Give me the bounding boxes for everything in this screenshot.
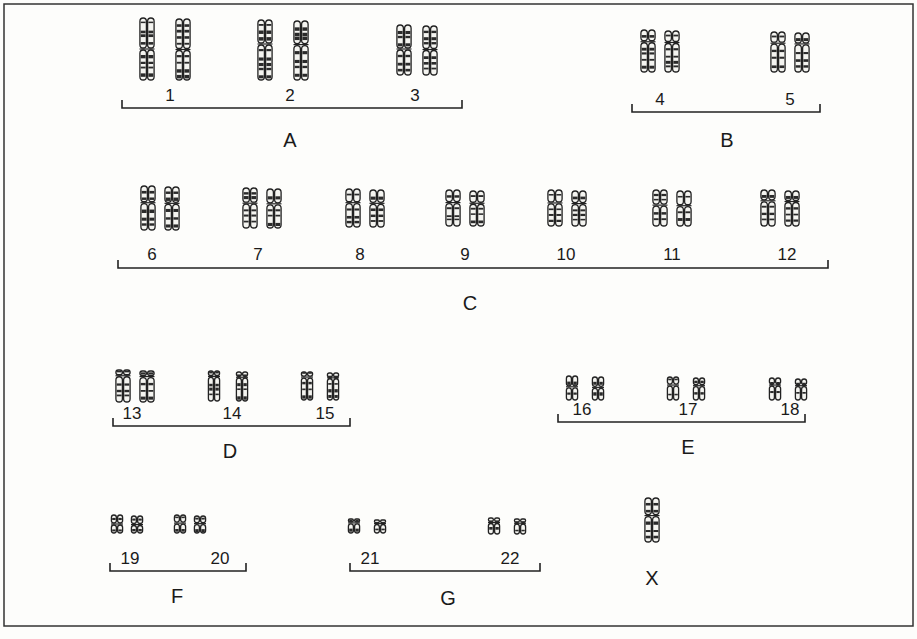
- chromosome: [176, 19, 191, 80]
- chromosome-number: 15: [316, 405, 335, 422]
- chromosome: [370, 190, 385, 227]
- chromosome: [769, 378, 781, 400]
- chromosome: [566, 376, 578, 400]
- chromosome-number: 12: [778, 246, 797, 263]
- chromosome: [645, 498, 660, 542]
- chromosome: [348, 519, 360, 533]
- chromosome: [470, 191, 485, 226]
- chromosome: [294, 21, 309, 80]
- chromosome: [641, 30, 656, 72]
- group-letter: C: [463, 293, 477, 313]
- chromosome-number: 21: [361, 550, 380, 567]
- chromosome-number: 3: [410, 87, 419, 104]
- chromosome-number: 1: [165, 87, 174, 104]
- chromosome: [236, 372, 248, 401]
- chromosome: [397, 25, 412, 75]
- chromosome: [795, 379, 807, 400]
- chromosome: [301, 372, 313, 400]
- chromosome-number: 9: [460, 246, 469, 263]
- group-letter: X: [645, 568, 658, 588]
- group-letter: F: [171, 586, 183, 606]
- chromosome-number: 8: [355, 246, 364, 263]
- chromosome: [785, 191, 800, 226]
- chromosome: [761, 190, 776, 226]
- chromosome: [446, 190, 461, 226]
- chromosome: [514, 519, 526, 534]
- chromosome-number: 18: [781, 401, 800, 418]
- chromosome-number: 14: [223, 405, 242, 422]
- chromosome: [111, 515, 123, 533]
- chromosome: [194, 516, 206, 533]
- group-letter: A: [283, 130, 296, 150]
- chromosome-number: 10: [557, 246, 576, 263]
- chromosome: [131, 516, 143, 533]
- chromosome: [165, 187, 180, 230]
- chromosome-number: 11: [663, 246, 681, 263]
- chromosome-number: 5: [785, 91, 794, 108]
- chromosome: [116, 370, 131, 402]
- chromosome: [258, 20, 273, 80]
- chromosome: [653, 190, 668, 226]
- group-bracket: [118, 260, 828, 268]
- chromosome: [141, 186, 156, 230]
- group-letter: G: [440, 588, 456, 608]
- chromosome: [374, 520, 386, 533]
- group-letter: E: [681, 437, 694, 457]
- chromosome: [572, 191, 587, 226]
- chromosome: [548, 190, 563, 226]
- chromosome: [140, 371, 155, 402]
- figure-frame: [4, 4, 913, 626]
- chromosome-number: 17: [679, 401, 698, 418]
- chromosome-number: 7: [253, 246, 262, 263]
- chromosome: [208, 371, 220, 401]
- chromosome: [693, 378, 705, 400]
- chromosome: [667, 377, 679, 400]
- chromosome: [488, 518, 500, 534]
- chromosome-number: 16: [573, 401, 592, 418]
- chromosome: [665, 31, 680, 72]
- chromosome-number: 6: [147, 246, 156, 263]
- group-letter: B: [720, 130, 733, 150]
- chromosome: [243, 188, 258, 228]
- chromosome: [423, 26, 438, 75]
- chromosome-number: 19: [121, 550, 140, 567]
- chromosome-number: 4: [655, 91, 664, 108]
- chromosome-number: 13: [123, 405, 142, 422]
- chromosome: [795, 33, 810, 72]
- chromosome-number: 2: [285, 87, 294, 104]
- chromosome: [346, 189, 361, 227]
- chromosome: [327, 373, 339, 400]
- chromosome: [267, 189, 282, 228]
- chromosome: [174, 515, 186, 533]
- group-letter: D: [223, 441, 237, 461]
- chromosome: [592, 377, 604, 400]
- chromosome: [771, 32, 786, 72]
- chromosome: [677, 191, 692, 226]
- chromosome-number: 22: [501, 550, 520, 567]
- chromosome-number: 20: [211, 550, 230, 567]
- chromosome: [140, 18, 155, 80]
